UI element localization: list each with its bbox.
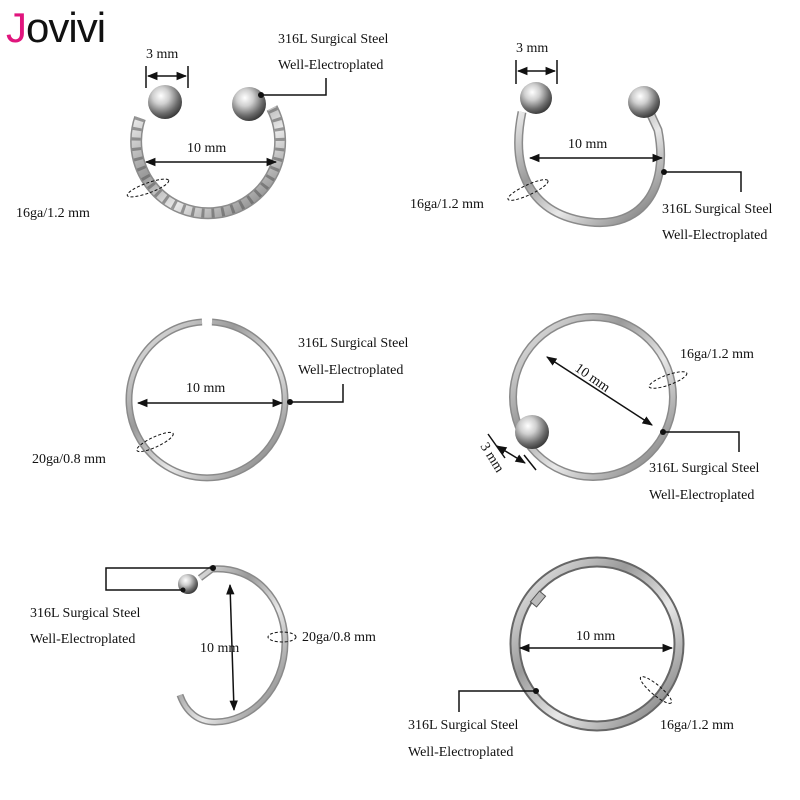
brand-logo-j: J: [6, 4, 27, 51]
diameter-label: 10 mm: [187, 141, 226, 156]
diameter-label: 10 mm: [576, 629, 615, 644]
gauge-label: 16ga/1.2 mm: [680, 347, 754, 362]
finish-label: Well-Electroplated: [278, 58, 383, 73]
twisted-ring: [130, 105, 287, 220]
ball-size-label: 3 mm: [146, 47, 178, 62]
gauge-label: 16ga/1.2 mm: [660, 718, 734, 733]
material-label: 316L Surgical Steel: [649, 461, 760, 476]
captive-bead: [515, 415, 549, 449]
diameter-label: 10 mm: [572, 361, 613, 396]
diameter-label: 10 mm: [568, 137, 607, 152]
ball-end-right: [232, 87, 266, 121]
item-nose-hoop-with-stopper: 10 mm 20ga/0.8 mm 316L Surgical Steel We…: [30, 565, 376, 726]
gauge-label: 20ga/0.8 mm: [32, 452, 106, 467]
item-smooth-horseshoe: 3 mm 10 mm 16ga/1.2 mm 316L Surgical Ste…: [410, 41, 773, 243]
ball-size-label: 3 mm: [516, 41, 548, 56]
ball-end-left: [520, 82, 552, 114]
finish-label: Well-Electroplated: [30, 632, 135, 647]
material-label: 316L Surgical Steel: [30, 606, 141, 621]
finish-label: Well-Electroplated: [408, 745, 513, 760]
item-seamless-hoop: 10 mm 20ga/0.8 mm 316L Surgical Steel We…: [32, 318, 409, 482]
item-captive-bead-ring: 10 mm 3 mm 16ga/1.2 mm 316L Surgical Ste…: [477, 313, 760, 503]
ball-end-left: [148, 85, 182, 119]
ball-size-label: 3 mm: [477, 440, 507, 475]
hinge-clicker: [529, 590, 547, 608]
finish-label: Well-Electroplated: [662, 228, 767, 243]
gauge-label: 16ga/1.2 mm: [410, 197, 484, 212]
material-label: 316L Surgical Steel: [298, 336, 409, 351]
brand-logo: Jovivi: [6, 2, 106, 54]
brand-logo-rest: ovivi: [26, 4, 106, 51]
item-hinged-segment-ring: 10 mm 16ga/1.2 mm 316L Surgical Steel We…: [408, 556, 734, 760]
material-label: 316L Surgical Steel: [662, 202, 773, 217]
gauge-label: 20ga/0.8 mm: [302, 630, 376, 645]
finish-label: Well-Electroplated: [298, 363, 403, 378]
diameter-label: 10 mm: [186, 381, 225, 396]
diameter-label: 10 mm: [200, 641, 239, 656]
item-twisted-horseshoe: 3 mm 10 mm 16ga/1.2 mm 316L Surgical Ste…: [16, 32, 389, 221]
material-label: 316L Surgical Steel: [278, 32, 389, 47]
material-label: 316L Surgical Steel: [408, 718, 519, 733]
finish-label: Well-Electroplated: [649, 488, 754, 503]
gauge-label: 16ga/1.2 mm: [16, 206, 90, 221]
ball-end-right: [628, 86, 660, 118]
